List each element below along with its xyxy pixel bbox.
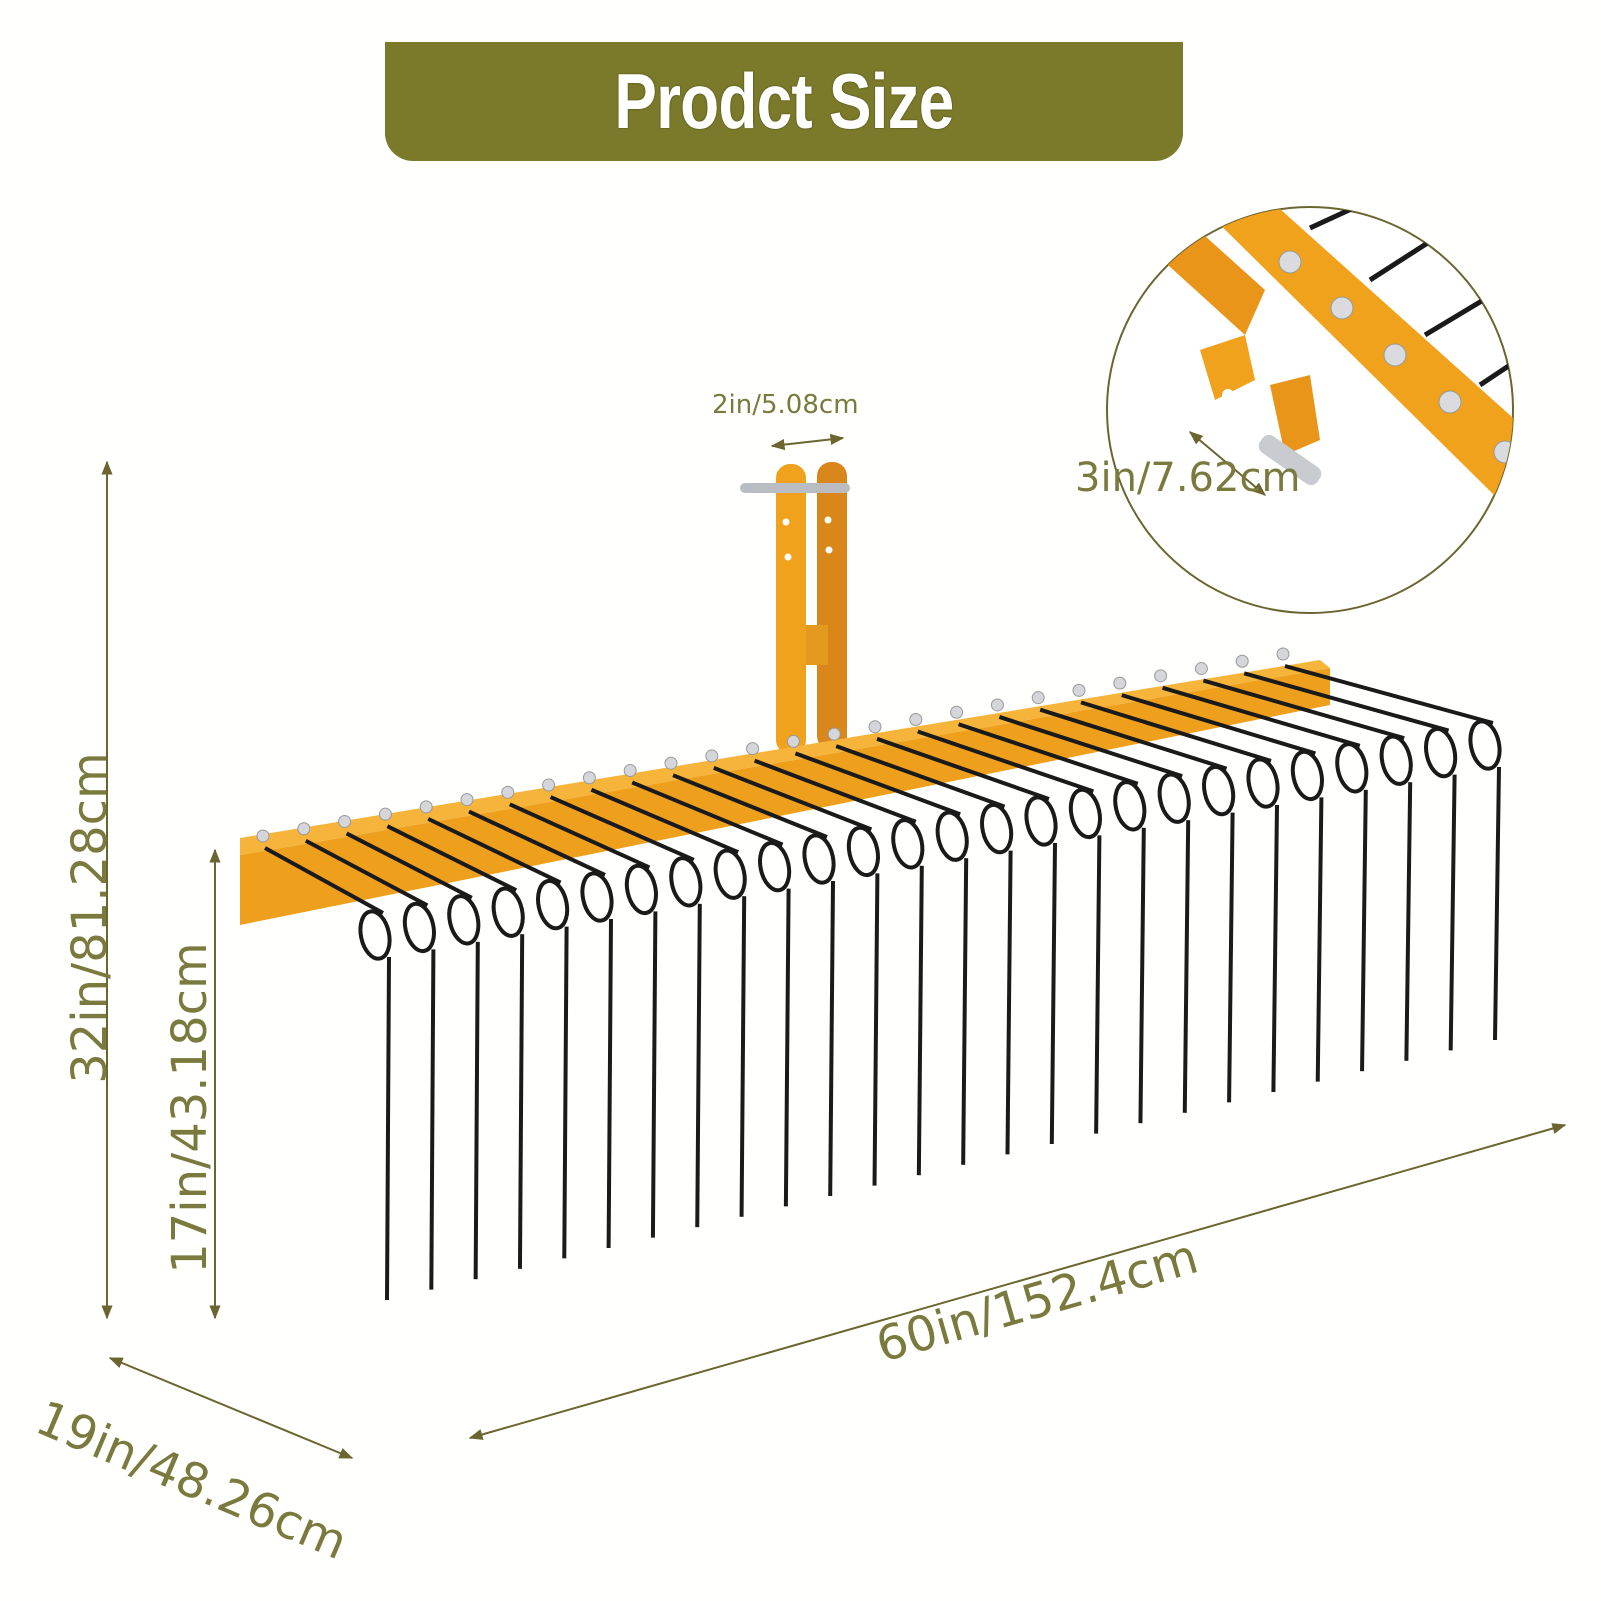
tine-coil bbox=[846, 825, 880, 878]
rake-tine bbox=[549, 795, 702, 1228]
rake-tine bbox=[713, 766, 880, 1186]
detail-inset bbox=[1106, 206, 1514, 614]
tine-coil bbox=[402, 901, 436, 954]
bolt-icon bbox=[990, 698, 1004, 712]
tine-coil bbox=[1468, 719, 1502, 771]
rake-tine bbox=[1039, 707, 1235, 1103]
bolt-icon bbox=[1194, 662, 1208, 676]
banner-title: Prodct Size bbox=[614, 57, 954, 145]
bolt-icon bbox=[297, 822, 311, 836]
tine-coil bbox=[1290, 749, 1324, 802]
rake-tine bbox=[304, 838, 436, 1290]
bolt-icon bbox=[338, 814, 352, 828]
rake-tine bbox=[876, 736, 1057, 1145]
bolt-icon bbox=[1031, 691, 1045, 705]
title-banner: Prodct Size bbox=[385, 42, 1183, 161]
tine-coil bbox=[358, 909, 392, 961]
bolt-icon bbox=[664, 756, 678, 770]
tine-coil bbox=[536, 878, 570, 931]
pin-length-label: 3in/7.62cm bbox=[1075, 455, 1301, 501]
tine-coil bbox=[1424, 726, 1458, 779]
rake-tine bbox=[957, 722, 1146, 1124]
bolt-icon bbox=[786, 734, 800, 748]
tine-coil bbox=[1024, 795, 1058, 847]
tine-coil bbox=[580, 871, 614, 923]
bolt-icon bbox=[827, 727, 841, 741]
rake-tine bbox=[835, 744, 1013, 1155]
bolt-icon bbox=[623, 763, 637, 777]
bolt-icon bbox=[868, 720, 882, 734]
tine-coil bbox=[758, 840, 792, 893]
rake-tine bbox=[998, 715, 1191, 1113]
bolt-icon bbox=[582, 771, 596, 785]
rake-tine bbox=[345, 831, 480, 1280]
tine-coil bbox=[624, 863, 658, 916]
bolt-icon bbox=[378, 807, 392, 821]
rake-tine bbox=[753, 758, 924, 1176]
rake-tine bbox=[386, 824, 525, 1269]
tine-coil bbox=[1379, 734, 1413, 786]
hitch-width-arrow bbox=[770, 433, 845, 451]
dimension-lines bbox=[101, 433, 1567, 1459]
bolt-icon bbox=[746, 742, 760, 756]
rake-tine bbox=[590, 787, 747, 1217]
bolt-icon bbox=[1154, 669, 1168, 683]
tine-coil bbox=[891, 818, 925, 870]
tine-coil bbox=[1246, 757, 1280, 809]
bolt-icon bbox=[460, 793, 474, 807]
width-arrow bbox=[468, 1123, 1567, 1440]
bolt-icon bbox=[909, 713, 923, 727]
tine-coil bbox=[935, 810, 969, 862]
tine-coil bbox=[1202, 764, 1236, 817]
rake-tine bbox=[264, 846, 391, 1301]
rake-tine bbox=[794, 751, 969, 1165]
bolt-icon bbox=[1113, 676, 1127, 690]
hitch-width-label: 2in/5.08cm bbox=[712, 390, 859, 420]
rake-tine bbox=[1243, 671, 1457, 1051]
rake-tines bbox=[264, 664, 1502, 1301]
bolt-icon bbox=[1235, 654, 1249, 668]
tine-coil bbox=[980, 802, 1014, 855]
rake-tine bbox=[1202, 678, 1413, 1061]
rake-tine bbox=[1162, 685, 1368, 1072]
tine-height-label: 17in/43.18cm bbox=[162, 942, 218, 1274]
bolt-icon bbox=[501, 785, 515, 799]
tine-coil bbox=[1335, 742, 1369, 794]
rake-tine bbox=[427, 817, 569, 1259]
bolt-icon bbox=[705, 749, 719, 763]
tine-coil bbox=[713, 848, 747, 900]
tine-coil bbox=[1157, 772, 1191, 824]
rake-tine bbox=[1080, 700, 1279, 1093]
rake-tine bbox=[1121, 693, 1324, 1082]
bolt-icon bbox=[256, 829, 270, 843]
frame-bolts bbox=[256, 647, 1290, 843]
rake-tine bbox=[468, 809, 613, 1249]
bolt-icon bbox=[1276, 647, 1290, 661]
bolt-icon bbox=[419, 800, 433, 814]
bolt-icon bbox=[1072, 683, 1086, 697]
tine-coil bbox=[1113, 780, 1147, 832]
rake-tine bbox=[1284, 664, 1501, 1041]
tine-coil bbox=[1068, 787, 1102, 840]
hitch-mast bbox=[740, 462, 850, 754]
rake-tine bbox=[672, 773, 835, 1197]
total-height-label: 32in/81.28cm bbox=[62, 752, 118, 1084]
rake-tine bbox=[917, 729, 1102, 1134]
tine-coil bbox=[447, 894, 481, 946]
tine-coil bbox=[669, 856, 703, 908]
depth-arrow bbox=[108, 1357, 354, 1459]
tine-coil bbox=[802, 833, 836, 885]
bolt-icon bbox=[542, 778, 556, 792]
rake-tine bbox=[508, 802, 658, 1238]
rake-tine bbox=[631, 780, 791, 1207]
tine-coil bbox=[491, 886, 525, 938]
bolt-icon bbox=[950, 705, 964, 719]
